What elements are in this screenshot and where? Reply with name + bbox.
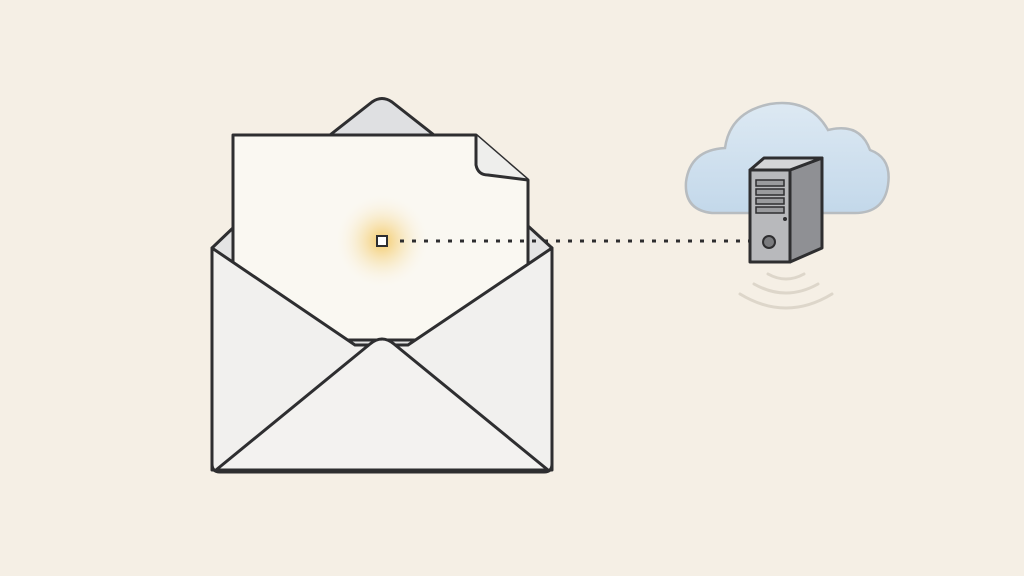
tracking-pixel-icon [376,235,388,247]
envelope-front [210,246,554,474]
envelope-back-flap [328,97,436,137]
power-button-icon [762,235,776,249]
envelope-front-flap [214,337,550,472]
signal-waves-icon [738,272,834,310]
server-icon [748,156,824,264]
folded-corner [474,135,529,182]
